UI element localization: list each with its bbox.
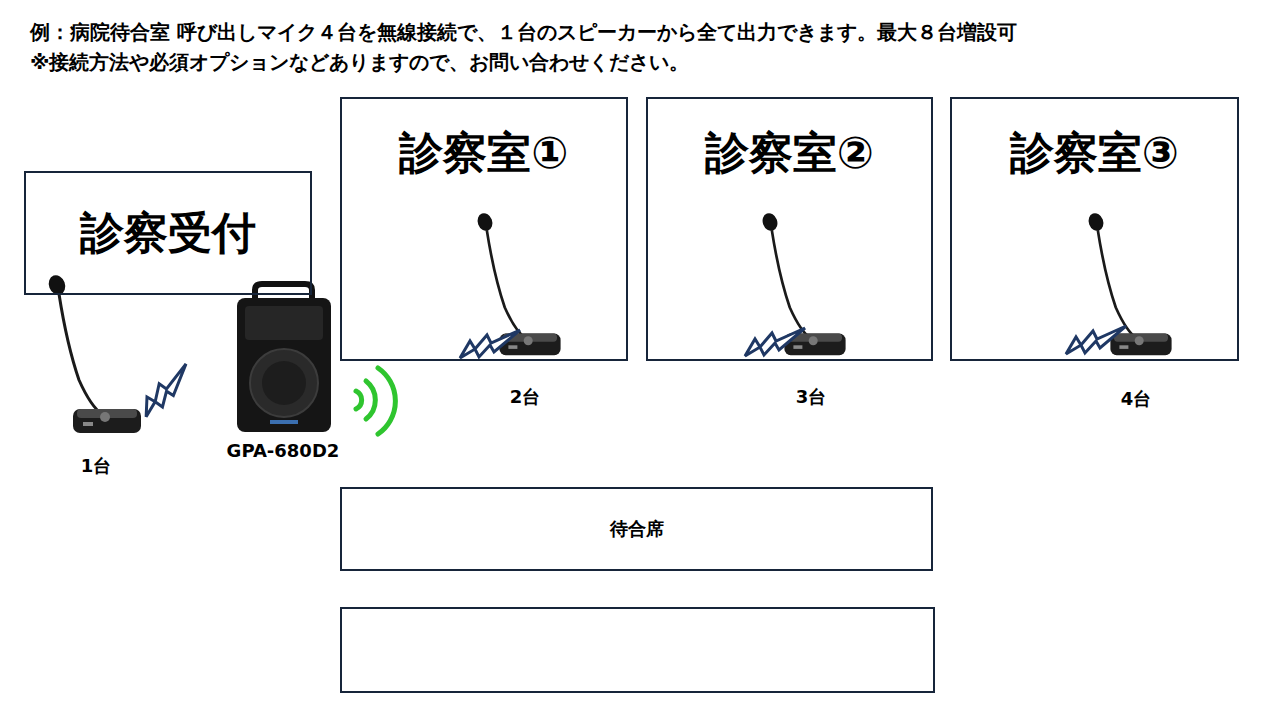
unit-count: 3台 [796, 386, 827, 408]
exam-room-box: 診察室① [340, 97, 628, 361]
box-label: 待合席 [610, 518, 664, 540]
speaker [237, 284, 331, 432]
exam-room-box: 診察室③ [950, 97, 1239, 361]
exam-room-box: 診察室② [646, 97, 933, 361]
note: ※接続方法や必須オプションなどありますので、お問い合わせください。 [30, 50, 689, 74]
reception-box: 診察受付 [24, 171, 312, 295]
microphone [1086, 211, 1171, 355]
unit-count: 1台 [81, 455, 112, 477]
microphone [46, 273, 141, 433]
signal-arcs [356, 368, 395, 434]
box-label: 診察室② [705, 127, 874, 180]
title: 例：病院待合室 呼び出しマイク４台を無線接続で、１台のスピーカーから全て出力でき… [30, 20, 1017, 44]
wireless-symbol [460, 330, 520, 358]
wireless-symbol [1066, 326, 1126, 354]
product-name: GPA-680D2 [227, 440, 340, 462]
box-label: 診察室① [399, 127, 568, 180]
box-label: 診察受付 [80, 207, 256, 260]
wireless-symbol [745, 328, 805, 356]
waiting-area-box: 待合席 [340, 487, 933, 571]
unit-count: 2台 [510, 386, 541, 408]
wireless-symbol [133, 364, 199, 417]
unit-count: 4台 [1121, 388, 1152, 410]
empty-box [341, 608, 934, 692]
box-label: 診察室③ [1010, 127, 1179, 180]
